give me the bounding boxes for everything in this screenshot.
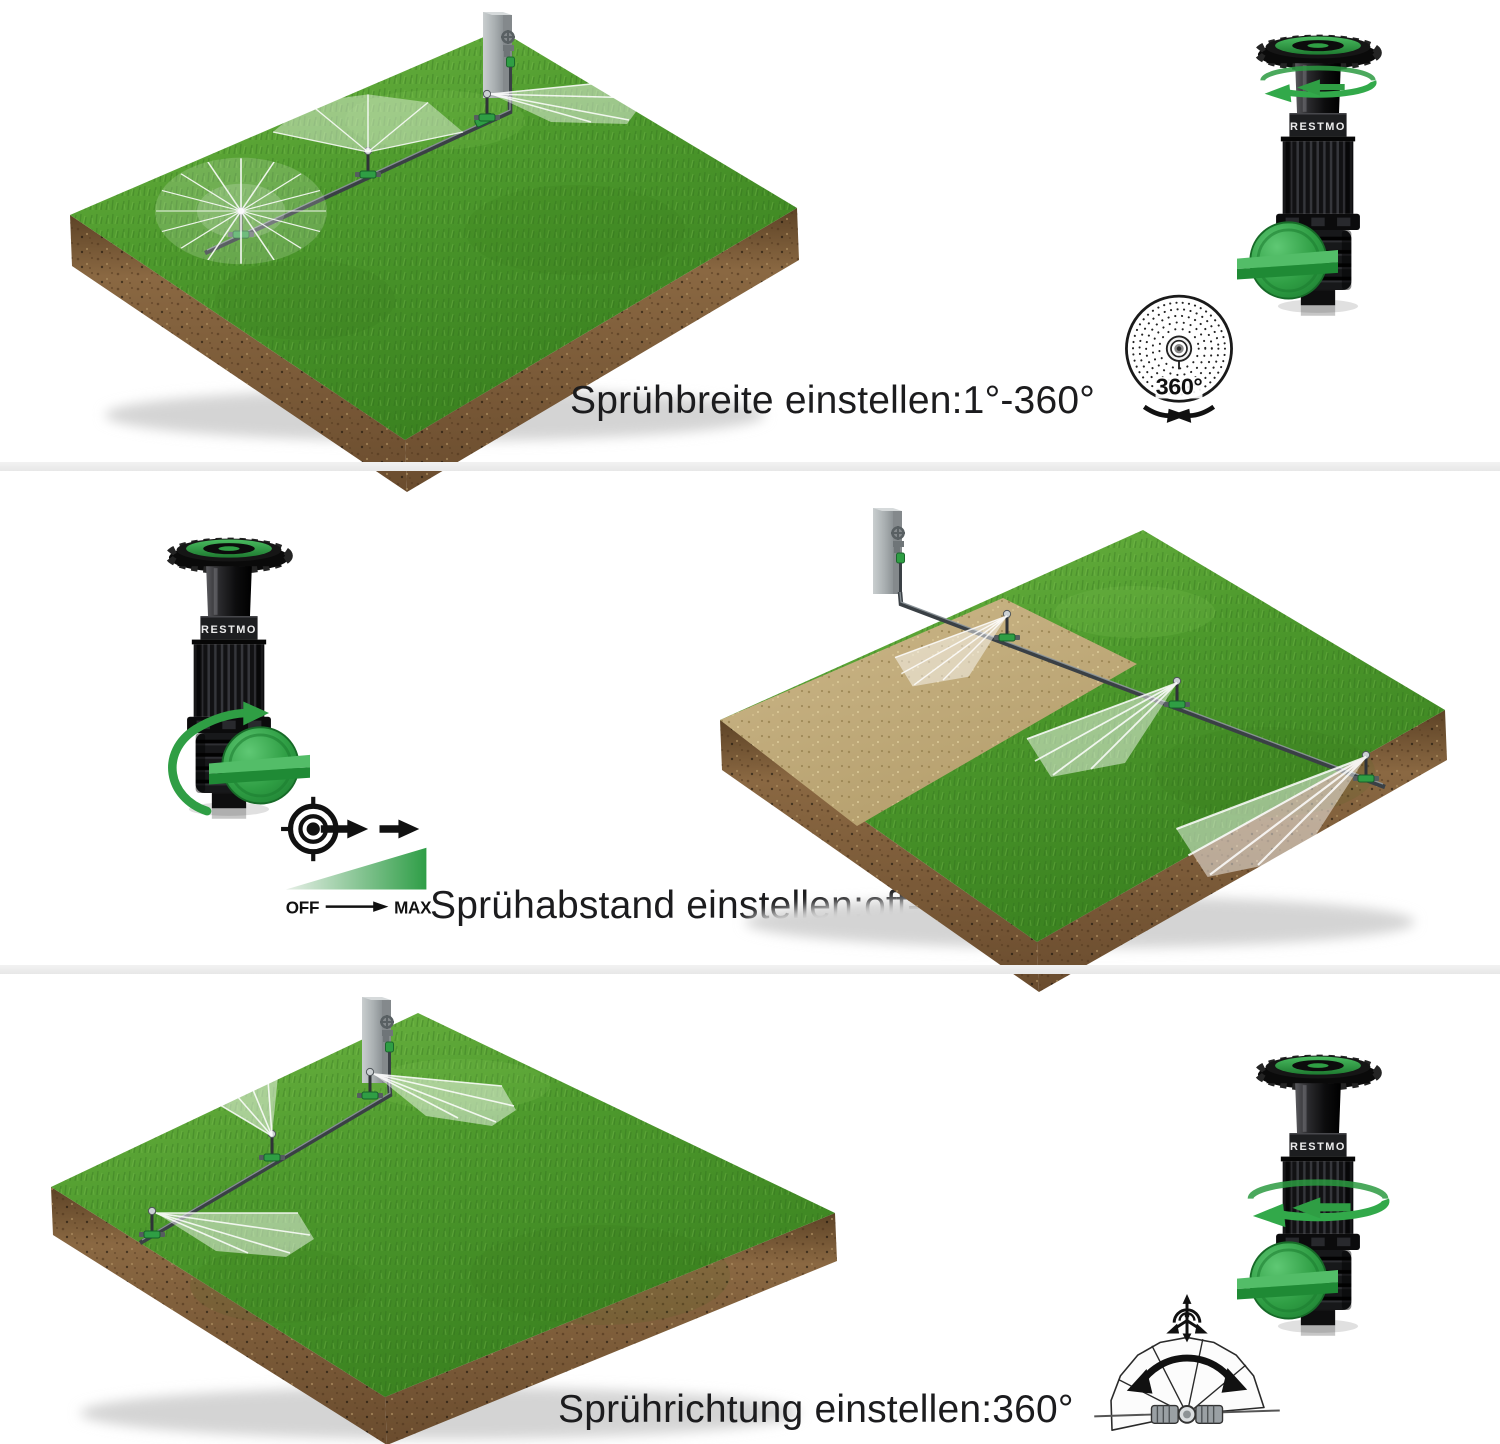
product-sprinkler-cap-rotation xyxy=(1235,20,1399,318)
spray-fan-right xyxy=(490,81,643,124)
spray-right-near-tap xyxy=(373,1073,516,1126)
dial-turn-arrow xyxy=(168,701,270,816)
diagram-360-coverage: 360° xyxy=(1125,294,1233,423)
product-sprinkler-direction-rotation xyxy=(1235,1040,1399,1338)
sprinkler-side-view xyxy=(1094,1404,1280,1424)
range-max-label: MAX xyxy=(394,898,432,917)
rotation-arrows xyxy=(1142,404,1216,423)
range-min-label: OFF xyxy=(286,898,319,917)
spray-fan-outline xyxy=(1110,1336,1265,1431)
spray-fan-180 xyxy=(272,94,464,153)
spray-up-left xyxy=(167,1022,278,1137)
caption-spray-direction: Sprührichtung einstellen:360° xyxy=(558,1388,1074,1431)
distance-range-icon: OFF MAX xyxy=(285,847,432,917)
spray-medium xyxy=(1026,682,1178,777)
distance-target-icon xyxy=(281,796,420,862)
water-tap xyxy=(481,10,517,100)
lawn-scene-spray-distance xyxy=(720,506,1447,992)
lawn-scene-spray-width xyxy=(70,10,799,492)
section-divider xyxy=(0,462,1500,471)
lawn-scene-spray-direction xyxy=(51,995,837,1444)
caption-spray-width: Sprühbreite einstellen:1°-360° xyxy=(570,379,1096,422)
spray-360 xyxy=(155,157,327,265)
spray-right-flat xyxy=(155,1212,314,1257)
diagram-360-label: 360° xyxy=(1156,374,1203,400)
gradient-triangle xyxy=(285,847,427,890)
spray-long xyxy=(1176,755,1367,877)
product-sprinkler-distance-dial xyxy=(148,523,312,821)
diagram-direction-fan xyxy=(1094,1294,1280,1431)
water-tap xyxy=(871,506,907,596)
section-divider xyxy=(0,965,1500,974)
spray-short xyxy=(894,615,1008,687)
direction-compass-icon xyxy=(1166,1294,1208,1343)
direction-sweep-arrow xyxy=(1126,1354,1248,1394)
